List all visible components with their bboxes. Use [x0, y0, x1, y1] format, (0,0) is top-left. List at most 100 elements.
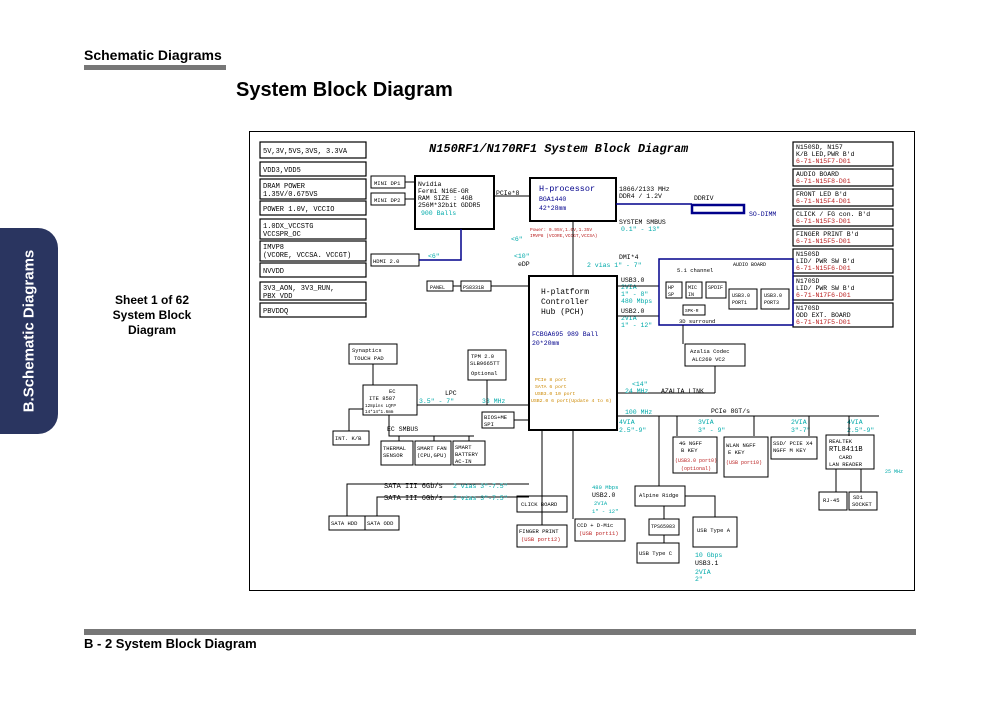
- rail-aon: 3V3_AON, 3V3_RUN,: [263, 285, 334, 293]
- section-header: Schematic Diagrams: [84, 47, 222, 63]
- power-rails: 5V,3V,5VS,3VS, 3.3VA VDD3,VDD5 DRAM POWE…: [259, 141, 367, 318]
- sata-hdd: SATA HDD: [331, 520, 358, 527]
- sheet-name-1: System Block: [112, 308, 192, 322]
- alpine: Alpine Ridge: [639, 492, 679, 499]
- m2b-2: B KEY: [681, 447, 698, 454]
- rail-pbx: PBX VDD: [263, 293, 292, 301]
- spi-label: SPI: [484, 421, 494, 428]
- click-board: CLICK BOARD: [521, 501, 558, 508]
- card-3: CARD: [839, 454, 853, 461]
- wlan-3: (USB port10): [726, 460, 762, 466]
- audio-usb1: USB3.0: [732, 293, 750, 299]
- ec-4: 14*14*1.6mm: [365, 410, 394, 415]
- audio-usb2: USB3.0: [764, 293, 782, 299]
- mini-dp2: MINI DP2: [374, 197, 400, 204]
- wlan-2: E KEY: [728, 449, 745, 456]
- board-box-2: [792, 188, 894, 207]
- block-diagram: N150RF1/N170RF1 System Block Diagram 5V,…: [249, 131, 915, 591]
- m2b-4: (optional): [681, 466, 711, 472]
- board-name-2: FRONT LED B'd: [796, 191, 847, 198]
- usb31: USB3.1: [695, 560, 719, 567]
- board-code-2: 6-71-N15F4-D01: [796, 198, 851, 205]
- ccd-2: (USB port11): [579, 530, 619, 537]
- thermal-2: SENSOR: [383, 452, 404, 459]
- board-sub-0: K/B LED,PWR B'd: [796, 151, 855, 158]
- board-code-1: 6-71-N15F8-D01: [796, 178, 851, 185]
- wlan-1: WLAN NGFF: [726, 442, 756, 449]
- ec-2: ITE 8587: [369, 395, 395, 402]
- sata-block: SATA III 6Gb/s 2 vias 3"-7.5" SATA III 6…: [328, 430, 626, 548]
- board-box-4: [792, 228, 894, 247]
- audio-hp: HP: [668, 285, 674, 291]
- pch-p1: PCIe 8 port: [535, 377, 567, 383]
- ec-block: Synaptics TOUCH PAD TPM 2.0 SLB9665TT Op…: [332, 343, 507, 466]
- lpc-len: 3.5" - 7": [419, 398, 454, 405]
- board-code-6: 6-71-N17F6-D01: [796, 292, 851, 299]
- ec-3: 128pins LQFP: [365, 404, 396, 409]
- sys-smbus: SYSTEM SMBUS: [619, 219, 666, 226]
- rail-pbvddq: PBVDDQ: [263, 308, 288, 316]
- usb20-label: USB2.0: [621, 308, 645, 315]
- rail-nvvdd: NVVDD: [263, 268, 284, 276]
- board-code-4: 6-71-N15F5-D01: [796, 238, 851, 245]
- footer-rule: [84, 629, 916, 635]
- audio-hp2: SP: [668, 292, 674, 298]
- edp-label: eDP: [518, 261, 530, 268]
- gpu-block: MINI DP1 MINI DP2 Nvidia Fermi N16E-GR R…: [370, 175, 529, 292]
- pcie-rate: 100 MHz: [625, 409, 652, 416]
- sodimm: SO-DIMM: [749, 211, 776, 218]
- pch-l2: Controller: [541, 298, 589, 307]
- fan-2: (CPU,GPU): [417, 452, 447, 459]
- board-name-3: CLICK / FG con. B'd: [796, 211, 870, 218]
- int-kb: INT. K/B: [335, 435, 362, 442]
- board-code-3: 6-71-N15F3-D01: [796, 218, 851, 225]
- pcie-v3: 2VIA: [791, 419, 807, 426]
- bios-box: BIOS+ME: [484, 414, 508, 421]
- batt-3: AC-IN: [455, 458, 472, 465]
- page-title: System Block Diagram: [236, 79, 453, 101]
- touch-1: Synaptics: [352, 347, 382, 354]
- mini-dp1: MINI DP1: [374, 180, 401, 187]
- sata2-len: 2 vias 3"-7.5": [453, 495, 508, 502]
- pch-l1: H-platform: [541, 288, 589, 297]
- card-2: RTL8411B: [829, 446, 863, 454]
- pch-p4: USB2.0 6 port(Update 4 to 6): [531, 398, 612, 404]
- pch-p3: USB3.0 10 port: [535, 391, 575, 397]
- side-tab-label: B.Schematic Diagrams: [20, 249, 38, 413]
- dmi-label: DMI*4: [619, 254, 639, 261]
- pcie-v2-len: 3" - 9": [698, 427, 725, 434]
- usb20-b: 1" - 12": [621, 322, 652, 329]
- audio-spk: SPK-R: [685, 308, 699, 314]
- board-name-6: N170SD: [796, 278, 820, 285]
- board-sub-6: LID/ PWR SW B'd: [796, 285, 855, 292]
- card-4: LAN READER: [829, 461, 863, 468]
- pch-l3: Hub (PCH): [541, 308, 584, 317]
- header-rule: [84, 65, 226, 70]
- ec-1: EC: [389, 388, 396, 395]
- card-1: REALTEK: [829, 438, 853, 445]
- gpu-l1: Nvidia: [418, 181, 442, 188]
- lpc-rate: 33 MHz: [482, 398, 506, 405]
- sys-smbus-len: 0.1" - 13": [621, 226, 660, 233]
- rail-dram-volt: 1.35V/0.675VS: [263, 191, 318, 199]
- pcie-v1: 4VIA: [619, 419, 635, 426]
- rail-10dx: 1.0DX_VCCSTG: [263, 223, 313, 231]
- usb-a: USB Type A: [697, 527, 731, 534]
- board-name-1: AUDIO BOARD: [796, 171, 839, 178]
- audio-board: AUDIO BOARD: [733, 262, 766, 268]
- sata2-label: SATA III 6Gb/s: [384, 495, 443, 503]
- pcie-bus: PCIe 8GT/s: [711, 408, 750, 415]
- dmi-len: 2 vias 1" - 7": [587, 262, 642, 269]
- lpc-label: LPC: [445, 390, 457, 397]
- audio-block: AUDIO BOARD 5.1 channel HP SP MIC IN SPD…: [658, 258, 794, 394]
- ssd-1: SSD/ PCIE X4: [773, 440, 813, 447]
- diagram-title: N150RF1/N170RF1 System Block Diagram: [429, 142, 689, 156]
- pcie-v4-len: 2.5"-9": [847, 427, 874, 434]
- tps: TPS65983: [651, 524, 675, 530]
- gpu-l3: RAM SIZE : 4GB: [418, 195, 473, 202]
- ps8-box: PS8331B: [463, 285, 484, 291]
- usb31-a: 2VIA: [695, 569, 711, 576]
- gbps: 10 Gbps: [695, 552, 722, 559]
- rail-vdd: VDD3,VDD5: [263, 167, 301, 175]
